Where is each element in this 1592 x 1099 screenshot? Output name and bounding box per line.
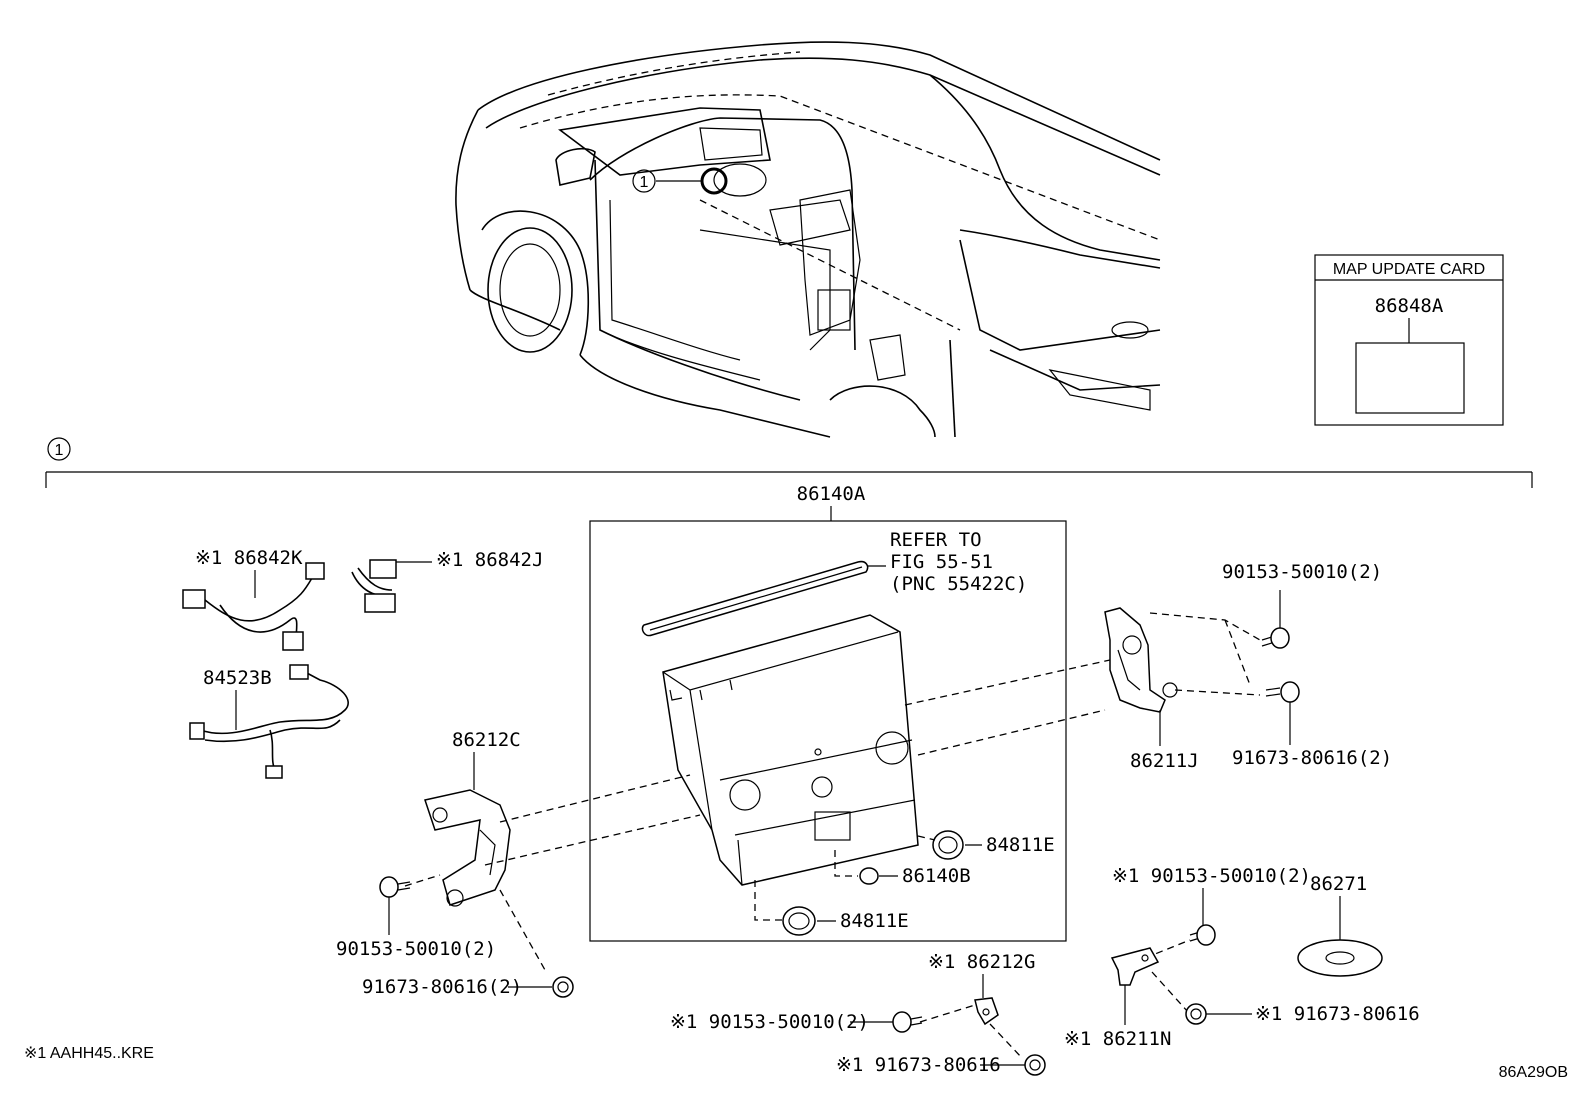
label-screw-n: ※1 91673-80616 — [1255, 1003, 1420, 1025]
label-bracket-n: ※1 86211N — [1064, 1028, 1171, 1050]
harness-86842k — [182, 562, 325, 651]
bracket-86211j — [1104, 607, 1178, 713]
screw-91673-g — [980, 1054, 1046, 1076]
label-screw-right: 91673-80616(2) — [1232, 747, 1392, 769]
label-disc: 86271 — [1310, 873, 1367, 895]
disc-86271 — [1297, 896, 1383, 977]
label-bracket-right: 86211J — [1130, 750, 1199, 772]
knob-84811e-bottom — [782, 906, 836, 936]
label-bolt-left: 90153-50010(2) — [336, 938, 496, 960]
car-callout-marker: 1 — [632, 169, 656, 193]
map-update-card-part: 86848A — [1375, 295, 1444, 317]
label-screw-left: 91673-80616(2) — [362, 976, 522, 998]
screw-right-91673 — [1265, 681, 1300, 745]
knob-86140b — [859, 867, 898, 885]
assembly-box — [589, 520, 1067, 942]
bolt-left-90153 — [379, 876, 411, 935]
label-knob-2: 84811E — [840, 910, 909, 932]
screw-91673-n — [1185, 1003, 1252, 1025]
label-bolt-right: 90153-50010(2) — [1222, 561, 1382, 583]
label-bolt-g: ※1 90153-50010(2) — [670, 1011, 869, 1033]
vehicle-illustration — [455, 41, 1161, 438]
head-unit — [662, 614, 919, 886]
bolt-90153-g — [850, 1011, 923, 1033]
refer-line-3: (PNC 55422C) — [890, 573, 1027, 595]
label-harness-k: ※1 86842K — [195, 547, 303, 569]
label-knob-1: 84811E — [986, 834, 1055, 856]
assembly-label: 86140A — [797, 483, 866, 505]
map-update-card-box: MAP UPDATE CARD 86848A — [1314, 254, 1504, 426]
label-knob-small: 86140B — [902, 865, 971, 887]
label-bolt-right-2: ※1 90153-50010(2) — [1112, 865, 1311, 887]
figure-code: 86A29OB — [1499, 1064, 1568, 1081]
label-screw-g: ※1 91673-80616 — [836, 1054, 1001, 1076]
map-update-card-title: MAP UPDATE CARD — [1333, 261, 1485, 278]
bracket-86212g — [974, 974, 999, 1026]
section-callout-number: 1 — [55, 442, 64, 459]
harness-84523b — [189, 664, 349, 779]
knob-84811e-top — [932, 830, 982, 860]
screw-left-91673 — [508, 976, 574, 998]
section-header: 1 — [45, 437, 1533, 488]
harness-86842j — [351, 559, 432, 613]
bolt-right-90153 — [1261, 590, 1290, 649]
label-bracket-left: 86212C — [452, 729, 521, 751]
label-bracket-g: ※1 86212G — [928, 951, 1035, 973]
label-harness-b: 84523B — [203, 667, 272, 689]
refer-line-1: REFER TO — [890, 529, 982, 551]
footnote: ※1 AAHH45..KRE — [24, 1045, 154, 1062]
label-harness-j: ※1 86842J — [436, 549, 543, 571]
refer-line-2: FIG 55-51 — [890, 551, 993, 573]
bracket-86211n — [1110, 947, 1160, 1025]
trim-strip — [641, 560, 869, 637]
bolt-90153-lower — [1189, 888, 1216, 946]
bracket-86212c — [424, 789, 511, 907]
car-callout-number: 1 — [640, 174, 649, 191]
